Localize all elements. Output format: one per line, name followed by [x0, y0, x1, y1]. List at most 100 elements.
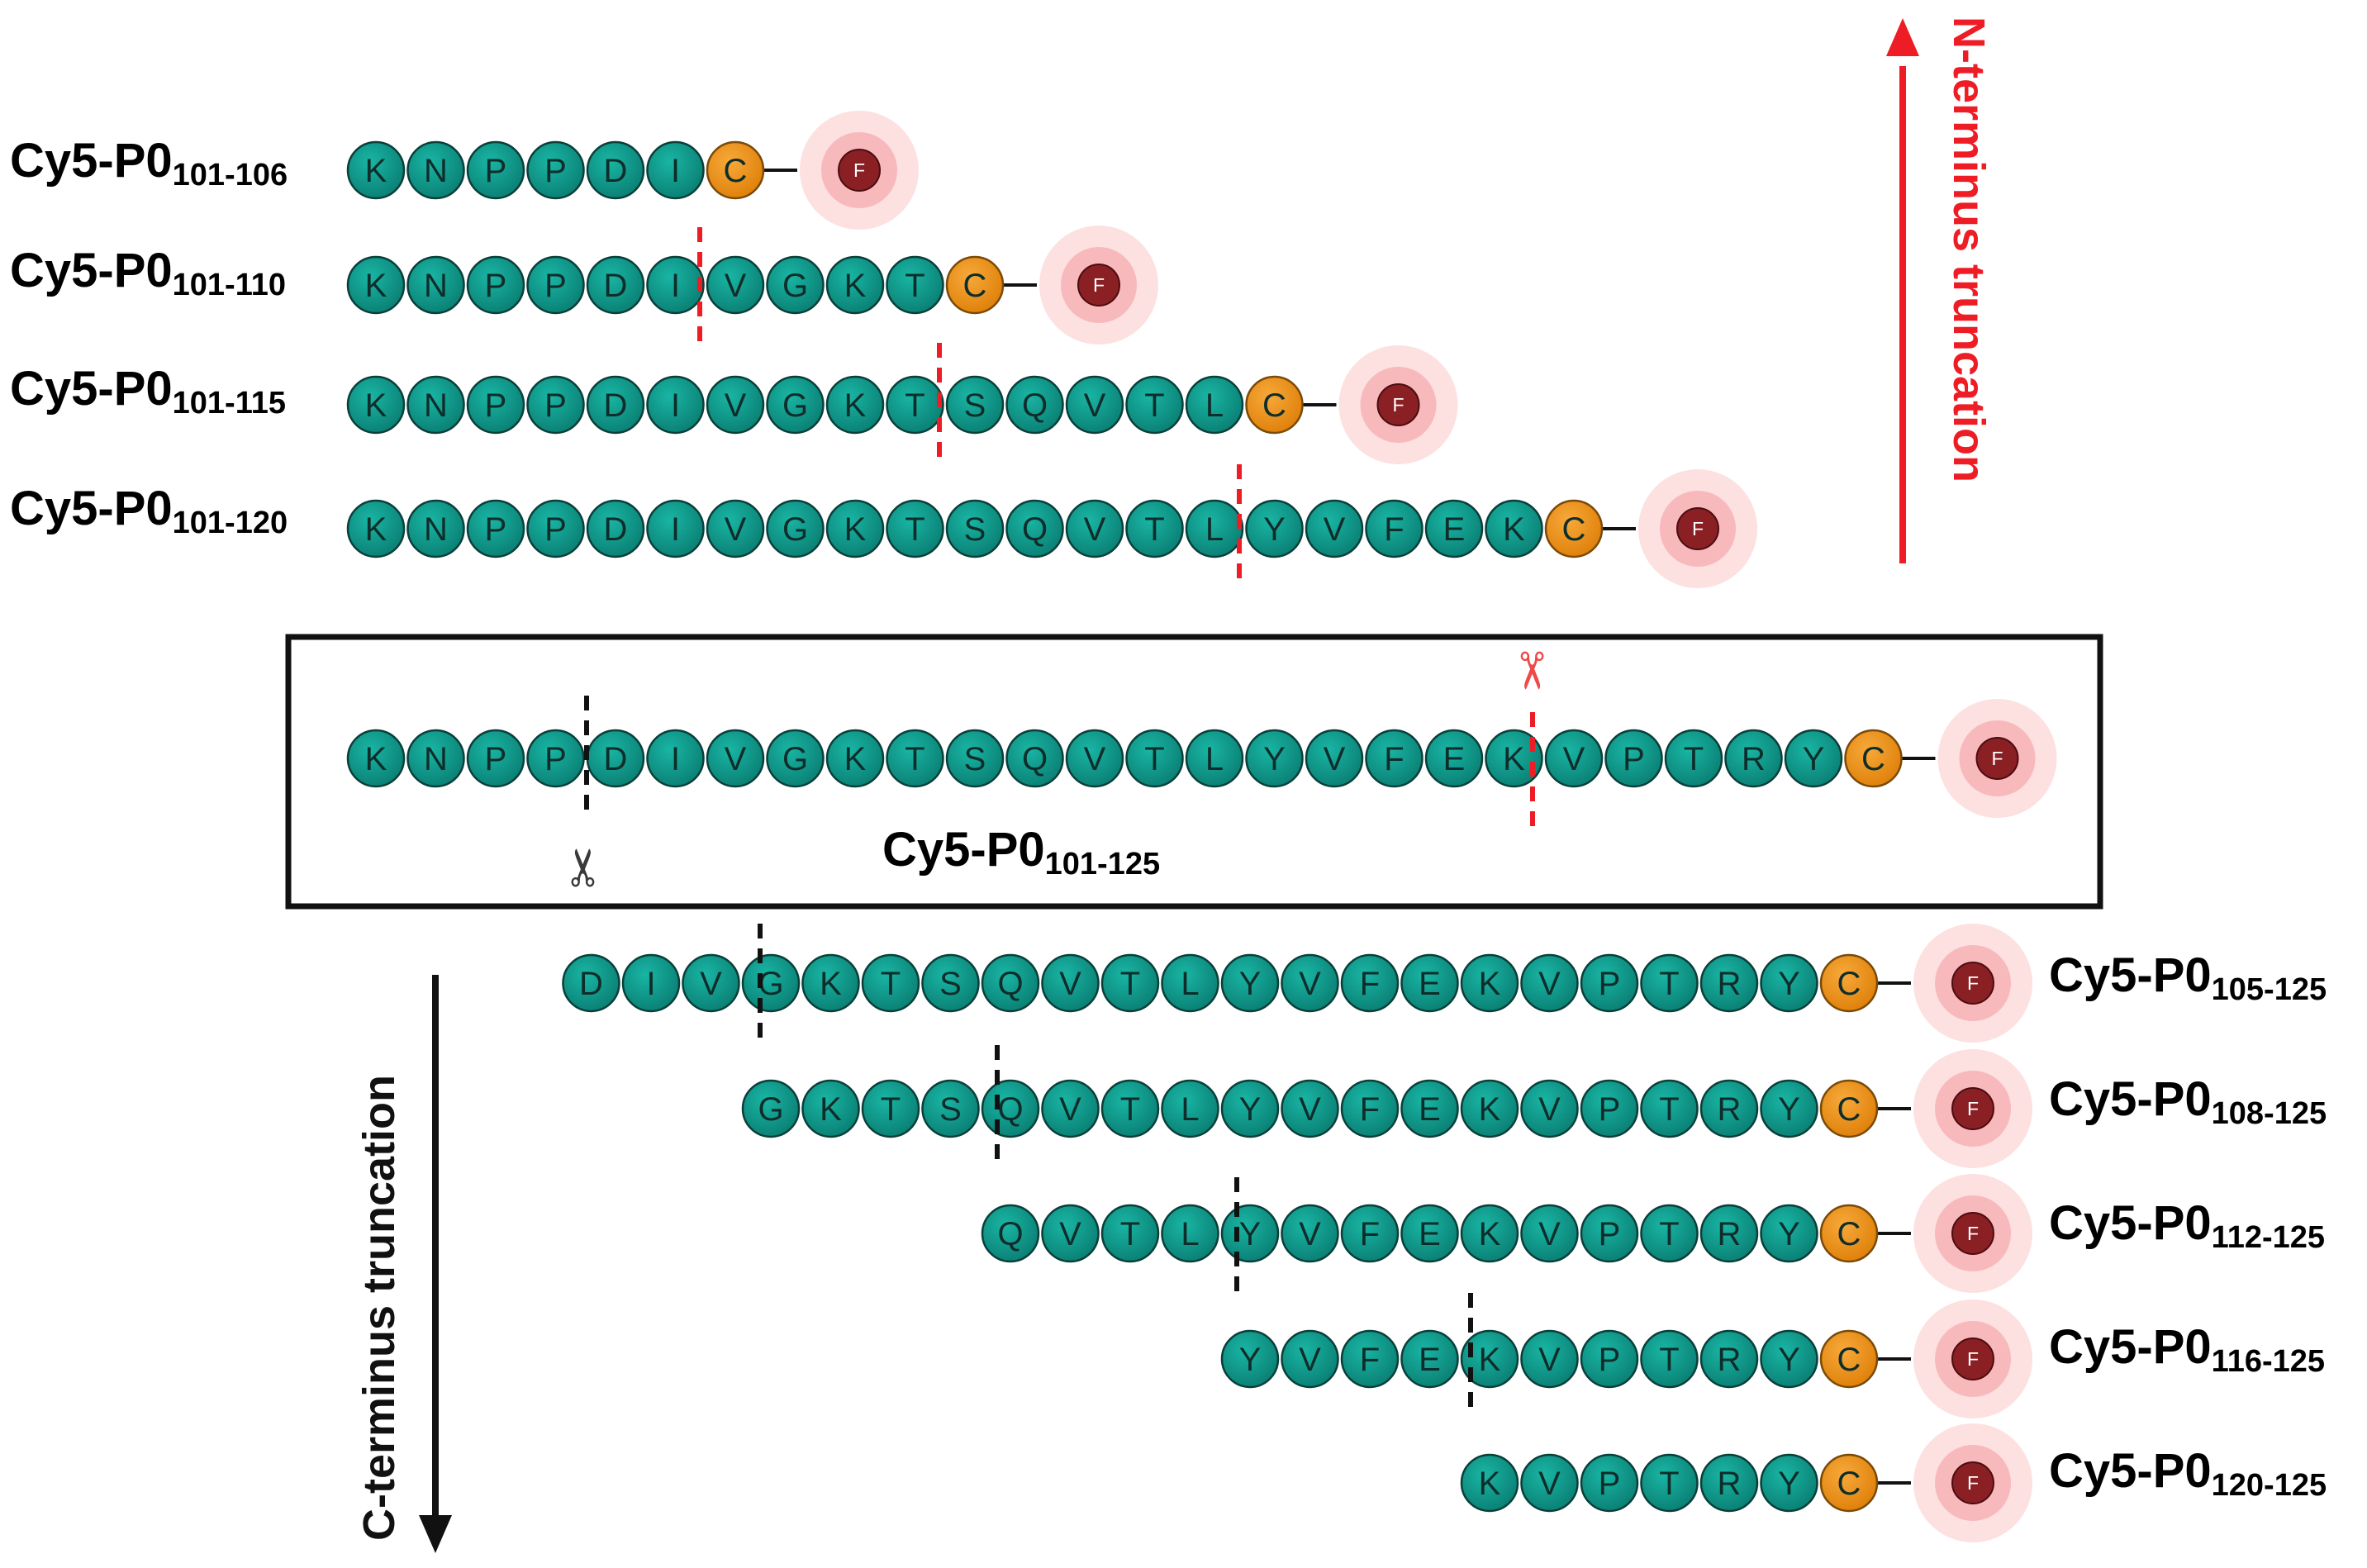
amino-acid-residue: T	[886, 499, 944, 558]
amino-acid-residue: Y	[1245, 499, 1304, 558]
residue-letter: V	[1299, 1216, 1321, 1252]
cysteine-residue: C	[1819, 953, 1879, 1013]
residue-letter: K	[365, 511, 387, 548]
amino-acid-residue: N	[406, 375, 465, 435]
residue-letter: T	[1659, 1091, 1679, 1128]
cysteine-residue: C	[1544, 499, 1604, 558]
amino-acid-residue: I	[621, 953, 681, 1013]
amino-acid-residue: Q	[981, 1204, 1040, 1263]
residue-letter: Y	[1778, 966, 1800, 1002]
amino-acid-residue: P	[1580, 1204, 1639, 1263]
residue-letter: P	[544, 387, 567, 424]
c-peptide-label-2: Cy5-P0108-125	[2049, 1072, 2327, 1131]
residue-letter: R	[1742, 741, 1766, 777]
fluorophore-label: F	[1991, 748, 2003, 769]
amino-acid-residue: P	[526, 140, 585, 200]
amino-acid-residue: Y	[1760, 1453, 1818, 1513]
residue-letter: S	[964, 741, 986, 777]
residue-letter: F	[1384, 741, 1404, 777]
residue-letter: V	[1324, 511, 1346, 548]
amino-acid-residue: E	[1424, 729, 1484, 788]
residue-letter: I	[671, 741, 680, 777]
cysteine-residue: C	[1819, 1453, 1879, 1513]
residue-letter: P	[544, 153, 567, 189]
amino-acid-residue: P	[466, 729, 525, 788]
residue-letter: D	[604, 741, 628, 777]
amino-acid-residue: N	[406, 729, 465, 788]
amino-acid-residue: L	[1161, 1204, 1219, 1263]
residue-letter: Y	[1803, 741, 1825, 777]
amino-acid-residue: T	[1640, 1079, 1699, 1138]
n-terminus-label: N-terminus truncation	[1944, 17, 1994, 482]
residue-letter: K	[1479, 1091, 1501, 1128]
c-terminus-label: C-terminus truncation	[354, 1075, 404, 1541]
amino-acid-residue: D	[586, 729, 645, 788]
amino-acid-residue: K	[346, 255, 406, 315]
amino-acid-residue: K	[346, 140, 406, 200]
amino-acid-residue: F	[1340, 1079, 1400, 1138]
amino-acid-residue: Q	[981, 1079, 1040, 1138]
scissors-icon: ✂	[1501, 649, 1561, 692]
residue-letter: K	[1503, 741, 1525, 777]
amino-acid-residue: K	[825, 375, 885, 435]
residue-letter: V	[1538, 1342, 1561, 1378]
amino-acid-residue: P	[466, 255, 525, 315]
residue-letter: V	[1059, 1091, 1081, 1128]
n-peptide-label-4: Cy5-P0101-120	[10, 482, 288, 540]
amino-acid-residue: V	[1065, 499, 1124, 558]
residue-letter: V	[1084, 741, 1106, 777]
fluorophore-marker: F	[1338, 345, 1458, 464]
amino-acid-residue: K	[346, 375, 406, 435]
amino-acid-residue: K	[1460, 1204, 1519, 1263]
residue-letter: C	[1837, 1216, 1861, 1252]
residue-letter: V	[1084, 387, 1106, 424]
residue-letter: F	[1360, 966, 1380, 1002]
amino-acid-residue: R	[1699, 1079, 1759, 1138]
residue-letter: C	[1837, 966, 1861, 1002]
amino-acid-residue: Y	[1760, 1329, 1818, 1389]
fluorophore-label: F	[1967, 1098, 1979, 1119]
amino-acid-residue: T	[1125, 499, 1184, 558]
amino-acid-residue: T	[1640, 1453, 1699, 1513]
amino-acid-residue: K	[1460, 1079, 1519, 1138]
amino-acid-residue: L	[1161, 953, 1219, 1013]
amino-acid-residue: G	[766, 375, 825, 435]
residue-letter: F	[1360, 1216, 1380, 1252]
amino-acid-residue: R	[1724, 729, 1783, 788]
amino-acid-residue: T	[1640, 1204, 1699, 1263]
amino-acid-residue: N	[406, 140, 465, 200]
residue-letter: Y	[1778, 1091, 1800, 1128]
amino-acid-residue: K	[825, 499, 885, 558]
amino-acid-residue: T	[1100, 1079, 1160, 1138]
residue-letter: Q	[1022, 387, 1048, 424]
residue-letter: C	[1861, 741, 1885, 777]
residue-letter: E	[1443, 511, 1466, 548]
residue-letter: Q	[1022, 741, 1048, 777]
residue-letter: V	[1538, 1091, 1561, 1128]
amino-acid-residue: P	[526, 255, 585, 315]
amino-acid-residue: F	[1365, 499, 1424, 558]
n-terminus-arrow	[1886, 18, 1919, 563]
residue-letter: T	[1144, 511, 1164, 548]
residue-letter: V	[1059, 1216, 1081, 1252]
fluorophore-marker: F	[1913, 1300, 2032, 1418]
residue-letter: T	[905, 387, 924, 424]
amino-acid-residue: V	[1520, 953, 1579, 1013]
residue-letter: Y	[1263, 741, 1286, 777]
amino-acid-residue: G	[766, 499, 825, 558]
residue-letter: E	[1443, 741, 1466, 777]
amino-acid-residue: V	[1281, 1329, 1339, 1389]
amino-acid-residue: Y	[1245, 729, 1304, 788]
residue-letter: P	[485, 741, 507, 777]
residue-letter: G	[782, 511, 808, 548]
amino-acid-residue: D	[586, 499, 645, 558]
residue-letter: N	[424, 153, 448, 189]
residue-letter: S	[964, 387, 986, 424]
residue-letter: E	[1419, 966, 1441, 1002]
amino-acid-residue: R	[1699, 1204, 1759, 1263]
residue-letter: Q	[1022, 511, 1048, 548]
